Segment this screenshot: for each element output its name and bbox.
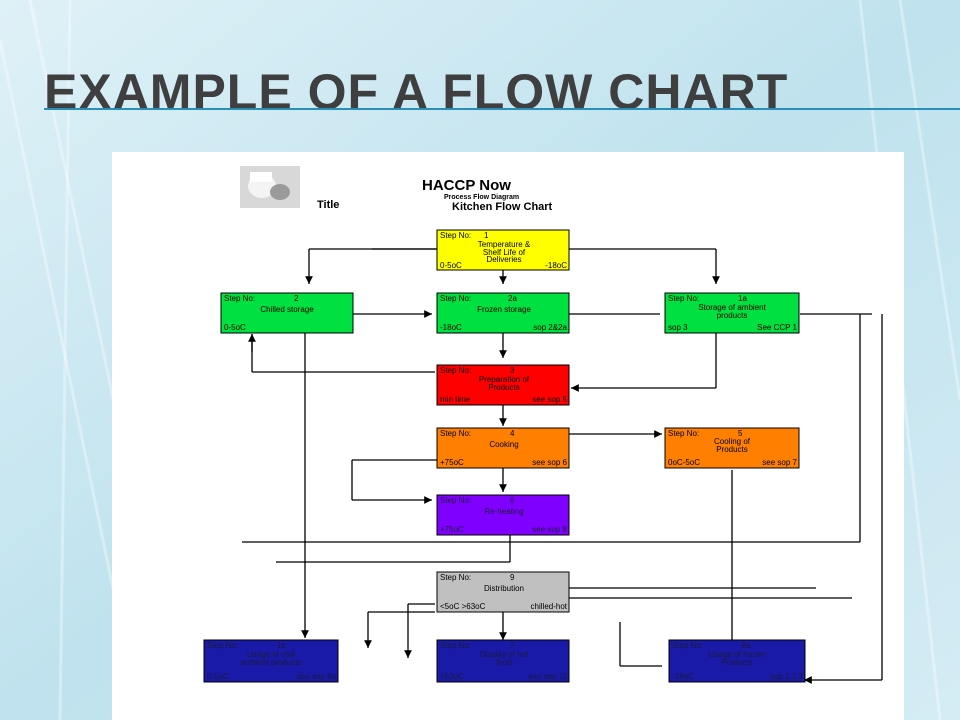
step-right: see sop 11 [528, 672, 567, 681]
title-underline [44, 108, 960, 110]
step-box-3: Step No: 3 Preparation of Products min t… [436, 364, 570, 406]
step-left: +75oC [440, 525, 464, 534]
step-left: +75oC [440, 458, 464, 467]
step-number: 7 [510, 641, 515, 650]
step-desc: Display of hot [480, 650, 529, 659]
step-desc: ambient products [240, 658, 301, 667]
step-number: 6 [510, 496, 515, 505]
step-left: <5oC >63oC [440, 602, 486, 611]
step-desc: Cooking [489, 440, 518, 449]
flow-chart-panel: HACCP Now Process Flow Diagram Title Kit… [112, 152, 904, 720]
step-right: see sop 8a [297, 672, 337, 681]
step-desc: Distribution [484, 584, 524, 593]
header-title-label: Title [317, 199, 339, 211]
step-left: 0-5oC [224, 323, 246, 332]
step-desc: Temperature & [478, 240, 531, 249]
step-number: 9 [510, 573, 515, 582]
step-right: sop 2&2a [533, 323, 567, 332]
flow-chart: HACCP Now Process Flow Diagram Title Kit… [203, 166, 883, 684]
step-desc: Chilled storage [260, 305, 314, 314]
header-subtitle: Process Flow Diagram [444, 194, 519, 201]
step-label: Step No: [668, 429, 699, 438]
step-number: 5 [738, 429, 743, 438]
step-right: see sop 6 [532, 458, 567, 467]
step-label: Step No: [672, 641, 703, 650]
step-box-2a: Step No: 2a Frozen storage -18oC sop 2&2… [436, 292, 570, 334]
step-desc: products [717, 311, 748, 320]
step-label: Step No: [440, 573, 471, 582]
step-left: -18oC [440, 323, 462, 332]
step-desc: Frozen storage [477, 305, 531, 314]
step-number: 1b [277, 641, 286, 650]
step-number: 3 [510, 366, 515, 375]
step-label: Step No: [440, 294, 471, 303]
step-left: 0-5oC [440, 261, 462, 270]
step-desc: Deliveries [486, 255, 521, 264]
step-box-4: Step No: 4 Cooking +75oC see sop 6 [436, 427, 570, 469]
step-desc: Products [721, 658, 753, 667]
step-right: see sop 7 [762, 458, 797, 467]
step-label: Step No: [440, 231, 471, 240]
step-right: -18oC [545, 261, 567, 270]
header-app-name: HACCP Now [422, 177, 511, 194]
step-right: see sop 5 [532, 395, 567, 404]
step-desc: Storage of ambient [698, 303, 766, 312]
step-label: Step No: [440, 496, 471, 505]
header-chart-name: Kitchen Flow Chart [452, 201, 553, 213]
step-box-7: Step No: 7 Display of hot food +63oC see… [436, 639, 570, 683]
slide-title: EXAMPLE OF A FLOW CHART [44, 64, 789, 120]
step-number: 2 [294, 294, 299, 303]
step-box-2: Step No: 2 Chilled storage 0-5oC [220, 292, 354, 334]
step-label: Step No: [668, 294, 699, 303]
step-desc: Preparation of [479, 375, 530, 384]
step-left: min time [440, 395, 471, 404]
step-left: 0-5oC [207, 672, 229, 681]
header-logo [240, 166, 300, 208]
step-box-6: Step No: 6 Re-heating +75oC see sop 8 [436, 494, 570, 536]
step-left: -18oC [672, 672, 694, 681]
step-box-1: Step No: 1 Temperature & Shelf Life of D… [436, 229, 570, 271]
step-number: 4 [510, 429, 515, 438]
connector-lines [242, 248, 883, 684]
step-left: +63oC [440, 672, 464, 681]
step-desc: Shelf Life of [483, 248, 526, 257]
step-label: Step No: [440, 429, 471, 438]
step-desc: Usage of frozen [709, 650, 765, 659]
step-label: Step No: [207, 641, 238, 650]
step-number: 1 [484, 231, 489, 240]
step-right: chilled-hot [531, 602, 568, 611]
step-right: See CCP 1 [757, 323, 797, 332]
step-left: 0oC-5oC [668, 458, 700, 467]
step-desc: Re-heating [484, 507, 523, 516]
step-desc: Usage of chill [247, 650, 295, 659]
step-number: 2a [508, 294, 517, 303]
step-left: sop 3 [668, 323, 688, 332]
step-box-1a: Step No: 1a Storage of ambient products … [664, 292, 800, 334]
step-right: sop 1,2,3 [770, 672, 803, 681]
step-box-5: Step No: 5 Cooling of Products 0oC-5oC s… [664, 427, 800, 469]
step-label: Step No: [440, 641, 471, 650]
step-right: see sop 8 [532, 525, 567, 534]
step-box-8a: Step No: 8a Usage of frozen Products -18… [668, 639, 806, 683]
step-box-1b: Step No: 1b Usage of chill ambient produ… [203, 639, 339, 683]
step-number: 1a [738, 294, 747, 303]
step-desc: Products [716, 445, 748, 454]
step-desc: food [496, 658, 512, 667]
step-desc: Cooling of [714, 437, 751, 446]
step-label: Step No: [440, 366, 471, 375]
step-number: 8a [742, 641, 751, 650]
step-desc: Products [488, 383, 520, 392]
step-label: Step No: [224, 294, 255, 303]
step-box-9: Step No: 9 Distribution <5oC >63oC chill… [436, 571, 570, 613]
